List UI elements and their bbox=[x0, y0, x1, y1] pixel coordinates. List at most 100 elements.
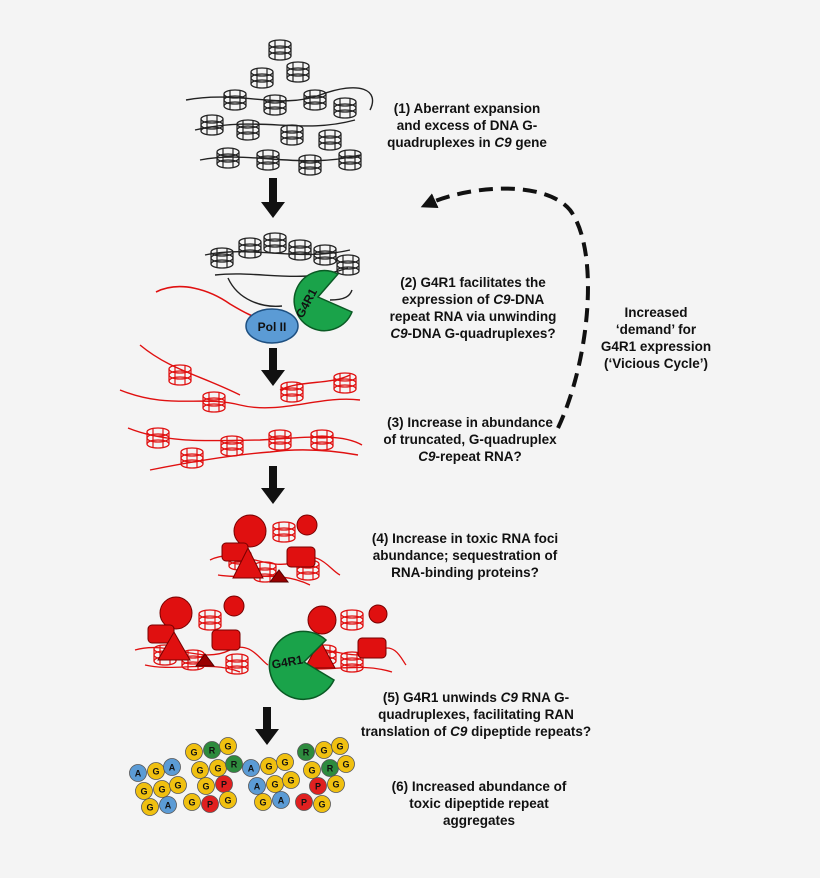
dipeptide-bead-label: G bbox=[318, 800, 325, 810]
dipeptide-bead-label: P bbox=[207, 800, 213, 810]
dipeptide-bead-label: G bbox=[320, 746, 327, 756]
dipeptide-bead-label: G bbox=[271, 780, 278, 790]
dipeptide-bead bbox=[141, 798, 159, 816]
down-arrow-4 bbox=[255, 707, 279, 745]
dipeptide-bead-label: G bbox=[308, 766, 315, 776]
dipeptide-bead bbox=[219, 791, 237, 809]
step-5-line-1: (5) G4R1 unwinds C9 RNA G- bbox=[382, 690, 570, 705]
rna-foci-left bbox=[134, 595, 269, 675]
dipeptide-bead-label: A bbox=[135, 769, 142, 779]
dipeptide-bead bbox=[191, 761, 209, 779]
dna-template bbox=[204, 232, 360, 307]
dipeptide-bead bbox=[135, 782, 153, 800]
step-5-line-3: translation of C9 dipeptide repeats? bbox=[360, 724, 592, 739]
dipeptide-bead bbox=[159, 796, 177, 814]
dipeptide-bead bbox=[129, 764, 147, 782]
g4r1-bottom-label: G4R1 bbox=[271, 652, 305, 671]
step-4-line-2: abundance; sequestration of bbox=[372, 548, 558, 563]
vicious-cycle-line-3: G4R1 expression bbox=[600, 339, 712, 354]
dipeptide-bead bbox=[337, 755, 355, 773]
g-quadruplex-rna bbox=[119, 344, 363, 471]
dipeptide-bead-label: G bbox=[190, 748, 197, 758]
step-6-line-2: toxic dipeptide repeat bbox=[409, 796, 549, 811]
vicious-cycle-line-1: Increased bbox=[624, 305, 688, 320]
down-arrow-3 bbox=[261, 466, 285, 504]
step-3-line-3: C9-repeat RNA? bbox=[418, 449, 522, 464]
dipeptide-bead-label: G bbox=[140, 787, 147, 797]
down-arrow-2 bbox=[261, 348, 285, 386]
dipeptide-bead-label: P bbox=[315, 782, 321, 792]
dipeptide-bead-label: G bbox=[287, 776, 294, 786]
nascent-rna bbox=[155, 285, 266, 321]
step-2-line-3: repeat RNA via unwinding bbox=[389, 309, 557, 324]
dipeptide-bead-label: P bbox=[301, 798, 307, 808]
dipeptide-bead bbox=[248, 777, 266, 795]
dna-g-quadruplex-cluster bbox=[185, 39, 374, 176]
dipeptide-bead-label: G bbox=[174, 781, 181, 791]
dipeptide-bead-label: G bbox=[281, 758, 288, 768]
step-6-line-3: aggregates bbox=[442, 813, 516, 828]
dipeptide-bead bbox=[331, 737, 349, 755]
dipeptide-bead bbox=[197, 777, 215, 795]
dipeptide-bead bbox=[303, 761, 321, 779]
dipeptide-bead-label: G bbox=[196, 766, 203, 776]
transcription-complex bbox=[155, 232, 360, 344]
dipeptide-bead-label: G bbox=[265, 762, 272, 772]
g4r1-enzyme-bottom bbox=[268, 630, 335, 701]
vicious-cycle-line-2: ‘demand’ for bbox=[615, 322, 697, 337]
step-2-line-2: expression of C9-DNA bbox=[401, 292, 545, 307]
dipeptide-bead-label: G bbox=[224, 796, 231, 806]
dipeptide-bead-label: R bbox=[327, 764, 334, 774]
dipeptide-bead-label: A bbox=[169, 763, 176, 773]
dipeptide-bead-label: A bbox=[165, 801, 172, 811]
step-4-line-1: (4) Increase in toxic RNA foci bbox=[371, 531, 559, 546]
dipeptide-bead bbox=[201, 795, 219, 813]
dipeptide-bead bbox=[225, 755, 243, 773]
dipeptide-bead bbox=[219, 737, 237, 755]
dipeptide-bead bbox=[327, 775, 345, 793]
step-4-line-3: RNA-binding proteins? bbox=[391, 565, 539, 580]
dipeptide-bead-label: G bbox=[332, 780, 339, 790]
dipeptide-bead bbox=[297, 743, 315, 761]
step-2-line-4: C9-DNA G-quadruplexes? bbox=[390, 326, 556, 341]
step-1-line-3: quadruplexes in C9 gene bbox=[387, 135, 547, 150]
dipeptide-bead-label: R bbox=[231, 760, 238, 770]
dipeptide-bead-label: A bbox=[254, 782, 261, 792]
step-5-text: (5) G4R1 unwinds C9 RNA G-quadruplexes, … bbox=[356, 689, 596, 740]
step-3-line-2: of truncated, G-quadruplex bbox=[383, 432, 557, 447]
dipeptide-bead-label: G bbox=[146, 803, 153, 813]
pol-ii-label: Pol II bbox=[258, 320, 287, 334]
vicious-cycle-dashed-arrow bbox=[420, 186, 590, 429]
dipeptide-bead-label: G bbox=[188, 798, 195, 808]
dipeptide-bead bbox=[276, 753, 294, 771]
dipeptide-bead-label: G bbox=[342, 760, 349, 770]
dipeptide-bead bbox=[309, 777, 327, 795]
dipeptide-bead-label: R bbox=[303, 748, 310, 758]
dipeptide-bead bbox=[185, 743, 203, 761]
g4r1-enzyme-top bbox=[293, 269, 353, 332]
dipeptide-bead bbox=[272, 791, 290, 809]
down-arrow-1 bbox=[261, 178, 285, 218]
dipeptide-bead bbox=[282, 771, 300, 789]
dipeptide-bead-label: P bbox=[221, 780, 227, 790]
step-3-line-1: (3) Increase in abundance bbox=[387, 415, 553, 430]
dipeptide-bead bbox=[169, 776, 187, 794]
flow-arrows bbox=[255, 178, 285, 745]
step-1-line-1: (1) Aberrant expansion bbox=[393, 101, 541, 116]
vicious-cycle-line-4: (‘Vicious Cycle’) bbox=[603, 356, 709, 371]
step-3-text: (3) Increase in abundance of truncated, G… bbox=[366, 414, 574, 465]
dipeptide-bead bbox=[183, 793, 201, 811]
dipeptide-bead-label: G bbox=[336, 742, 343, 752]
step-6-text: (6) Increased abundance of toxic dipeptid… bbox=[384, 778, 574, 829]
dipeptide-bead-label: G bbox=[158, 785, 165, 795]
step-6-line-1: (6) Increased abundance of bbox=[391, 779, 567, 794]
rna-foci-upper bbox=[209, 514, 341, 586]
